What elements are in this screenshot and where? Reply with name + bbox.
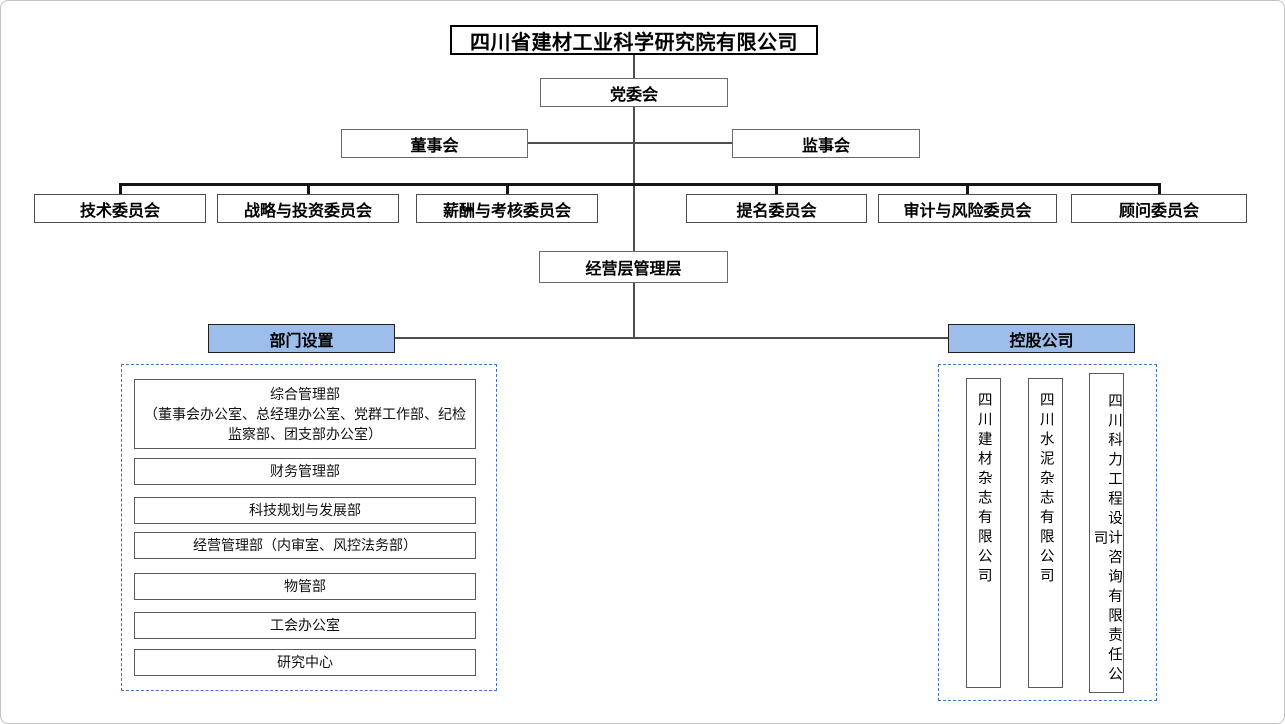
committee-tick-5 (966, 183, 969, 194)
holding-box-cement-magazine: 四川水泥杂志有限公司 (1028, 378, 1063, 688)
supervisory-board-box: 监事会 (732, 129, 920, 158)
committee-box-strategy-investment: 战略与投资委员会 (217, 194, 399, 223)
management-layer-label: 经营层管理层 (585, 261, 682, 278)
department-box-finance: 财务管理部 (134, 458, 476, 485)
committee-box-compensation-assessment: 薪酬与考核委员会 (416, 194, 598, 223)
department-box-property: 物管部 (134, 573, 476, 600)
committee-tick-6 (1158, 183, 1161, 194)
party-committee-box: 党委会 (540, 78, 728, 107)
holding-box-keli-engineering: 四川科力工程设计咨询有限责任公司 (1089, 373, 1124, 693)
committee-box-audit-risk: 审计与风险委员会 (878, 194, 1057, 223)
department-name: 工会办公室 (270, 617, 340, 634)
committee-label: 技术委员会 (79, 202, 160, 220)
holdings-header-label: 控股公司 (1009, 332, 1074, 350)
department-box-general-management: 综合管理部 （董事会办公室、总经理办公室、党群工作部、纪检监察部、团支部办公室） (134, 379, 476, 449)
board-label: 董事会 (410, 137, 459, 155)
supervisory-board-label: 监事会 (801, 137, 850, 155)
department-name: 财务管理部 (270, 463, 340, 480)
committee-label: 顾问委员会 (1118, 202, 1199, 220)
committee-box-advisory: 顾问委员会 (1071, 194, 1247, 223)
root-company-box: 四川省建材工业科学研究院有限公司 (450, 25, 818, 55)
holdings-header-box: 控股公司 (948, 324, 1135, 353)
committee-label: 薪酬与考核委员会 (442, 202, 571, 220)
committee-tick-2 (307, 183, 310, 194)
departments-dashed-container (121, 364, 497, 691)
department-name: 经营管理部（内审室、风控法务部） (193, 537, 417, 554)
holding-company-name: 四川建材杂志有限公司 (975, 392, 992, 587)
connector-party-to-management (633, 107, 635, 251)
committee-label: 审计与风险委员会 (903, 202, 1032, 220)
committee-label: 提名委员会 (736, 202, 817, 220)
holdings-dashed-container (938, 364, 1157, 701)
department-name: 科技规划与发展部 (249, 502, 361, 519)
department-box-research-center: 研究中心 (134, 649, 476, 676)
department-name: 物管部 (284, 578, 326, 595)
committee-bus-line (119, 183, 1161, 186)
committee-tick-3 (506, 183, 509, 194)
department-box-operations: 经营管理部（内审室、风控法务部） (134, 532, 476, 559)
committee-box-technology: 技术委员会 (34, 194, 206, 223)
departments-header-box: 部门设置 (208, 324, 395, 353)
department-detail: （董事会办公室、总经理办公室、党群工作部、纪检监察部、团支部办公室） (144, 405, 466, 443)
departments-header-label: 部门设置 (269, 332, 334, 350)
committee-tick-1 (119, 183, 122, 194)
board-box: 董事会 (341, 129, 528, 158)
party-committee-label: 党委会 (609, 86, 658, 104)
connector-sections-bus (395, 337, 948, 339)
committee-tick-4 (775, 183, 778, 194)
management-layer-box: 经营层管理层 (539, 251, 728, 283)
committee-box-nomination: 提名委员会 (686, 194, 867, 223)
root-company-label: 四川省建材工业科学研究院有限公司 (470, 31, 798, 54)
connector-root-to-party (633, 54, 635, 78)
holding-company-name: 四川水泥杂志有限公司 (1037, 392, 1054, 587)
department-box-tech-planning: 科技规划与发展部 (134, 497, 476, 524)
connector-board-supervisory (528, 142, 732, 144)
holding-box-jiancai-magazine: 四川建材杂志有限公司 (966, 378, 1001, 688)
department-name: 研究中心 (277, 654, 333, 671)
department-box-union-office: 工会办公室 (134, 612, 476, 639)
committee-label: 战略与投资委员会 (243, 202, 372, 220)
connector-management-to-sections (633, 283, 635, 339)
holding-company-name: 四川科力工程设计咨询有限责任公司 (1091, 393, 1123, 686)
department-name: 综合管理部 (270, 385, 340, 402)
